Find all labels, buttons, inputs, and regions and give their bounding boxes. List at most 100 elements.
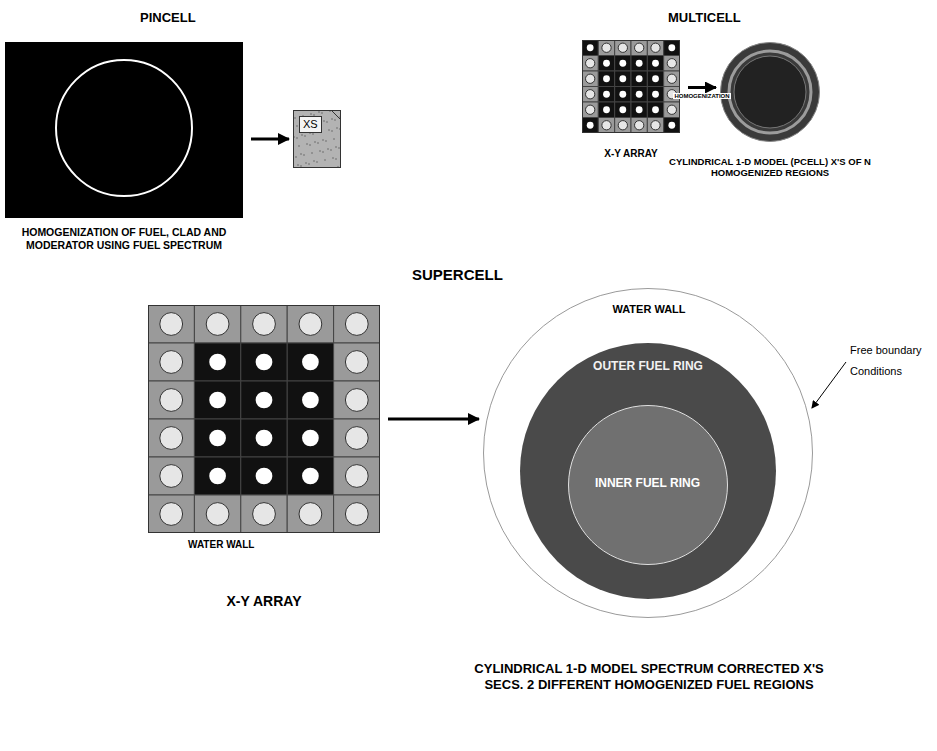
- drawing-part: [206, 503, 229, 526]
- drawing-part: [287, 305, 333, 343]
- drawing-part: [668, 122, 675, 129]
- drawing-part: [619, 75, 626, 82]
- drawing-part: [304, 135, 306, 137]
- drawing-part: [308, 163, 310, 165]
- drawing-part: [148, 495, 194, 533]
- drawing-part: [148, 419, 194, 457]
- drawing-part: [619, 60, 626, 67]
- drawing-part: [331, 130, 333, 132]
- drawing-part: [603, 75, 610, 82]
- drawing-part: [306, 143, 308, 145]
- drawing-part: [631, 56, 647, 72]
- edge-label: HOMOGENIZATION: [673, 93, 730, 99]
- drawing-part: [314, 141, 316, 143]
- drawing-part: [664, 71, 680, 87]
- drawing-part: [603, 60, 610, 67]
- drawing-part: [305, 162, 307, 164]
- drawing-part: [615, 71, 631, 87]
- drawing-part: [664, 56, 680, 72]
- drawing-part: [148, 305, 194, 343]
- drawing-part: [631, 71, 647, 87]
- drawing-part: [323, 120, 325, 122]
- xs-label: XS: [299, 116, 322, 133]
- drawing-part: [253, 313, 276, 336]
- drawing-part: [345, 503, 368, 526]
- drawing-part: [636, 106, 643, 113]
- drawing-part: [194, 457, 240, 495]
- drawing-part: [583, 41, 680, 133]
- drawing-part: [302, 430, 319, 447]
- drawing-part: [667, 74, 676, 83]
- drawing-part: [287, 419, 333, 457]
- panel-title: PINCELL: [140, 10, 196, 25]
- drawing-part: [602, 121, 611, 130]
- drawing-part: [615, 118, 631, 134]
- drawing-part: [345, 351, 368, 374]
- drawing-part: [324, 159, 326, 161]
- drawing-part: [664, 118, 680, 134]
- node-outline: [582, 40, 680, 133]
- drawing-part: [618, 43, 627, 52]
- drawing-part: [338, 147, 340, 149]
- drawing-part: [586, 105, 595, 114]
- drawing-part: [241, 495, 287, 533]
- drawing-part: [194, 419, 240, 457]
- drawing-part: [299, 313, 322, 336]
- drawing-part: [241, 457, 287, 495]
- drawing-part: [209, 354, 226, 371]
- drawing-part: [160, 427, 183, 450]
- xs-document: XS: [293, 110, 341, 168]
- drawing-part: [330, 149, 332, 151]
- drawing-part: [636, 75, 643, 82]
- drawing-part: [334, 119, 336, 121]
- drawing-part: [615, 102, 631, 118]
- drawing-part: [334, 457, 380, 495]
- drawing-part: [636, 91, 643, 98]
- leader-line: [812, 362, 846, 408]
- drawing-part: [300, 165, 302, 167]
- drawing-part: [300, 153, 302, 155]
- drawing-part: [333, 138, 335, 140]
- drawing-part: [160, 503, 183, 526]
- drawing-part: [587, 122, 594, 129]
- array-label: X-Y ARRAY: [148, 593, 380, 610]
- drawing-part: [303, 154, 305, 156]
- xy-array: WATER WALLX-Y ARRAY: [148, 305, 380, 533]
- drawing-part: [729, 51, 811, 133]
- drawing-part: [287, 343, 333, 381]
- drawing-part: [311, 152, 313, 154]
- drawing-part: [619, 91, 626, 98]
- drawing-part: [313, 160, 315, 162]
- drawing-part: [312, 133, 314, 135]
- drawing-part: [321, 112, 323, 114]
- drawing-part: [296, 137, 298, 139]
- drawing-part: [647, 71, 663, 87]
- drawing-part: [652, 60, 659, 67]
- drawing-part: [635, 121, 644, 130]
- flow-arrow: [688, 86, 716, 89]
- drawing-part: [297, 164, 299, 166]
- drawing-part: [734, 56, 806, 128]
- drawing-part: [582, 118, 598, 134]
- flow-arrow: [251, 138, 289, 141]
- caption: CYLINDRICAL 1-D MODEL (PCELL) X'S OF N H…: [668, 156, 872, 179]
- drawing-part: [598, 87, 614, 103]
- drawing-part: [664, 40, 680, 56]
- drawing-part: [582, 71, 598, 87]
- drawing-part: [241, 343, 287, 381]
- drawing-part: [582, 87, 598, 103]
- drawing-part: [582, 56, 598, 72]
- drawing-part: [635, 43, 644, 52]
- drawing-part: [326, 121, 328, 123]
- drawing-part: [603, 106, 610, 113]
- drawing-part: [160, 351, 183, 374]
- outer-fuel-ring: OUTER FUEL RINGINNER FUEL RING: [520, 343, 776, 599]
- caption: CYLINDRICAL 1-D MODEL SPECTRUM CORRECTED…: [472, 661, 826, 692]
- drawing-part: [334, 343, 380, 381]
- drawing-part: [587, 44, 594, 51]
- drawing-part: [318, 111, 320, 113]
- drawing-part: [631, 118, 647, 134]
- drawing-part: [299, 503, 322, 526]
- panel-title: MULTICELL: [668, 10, 741, 25]
- drawing-part: [148, 343, 194, 381]
